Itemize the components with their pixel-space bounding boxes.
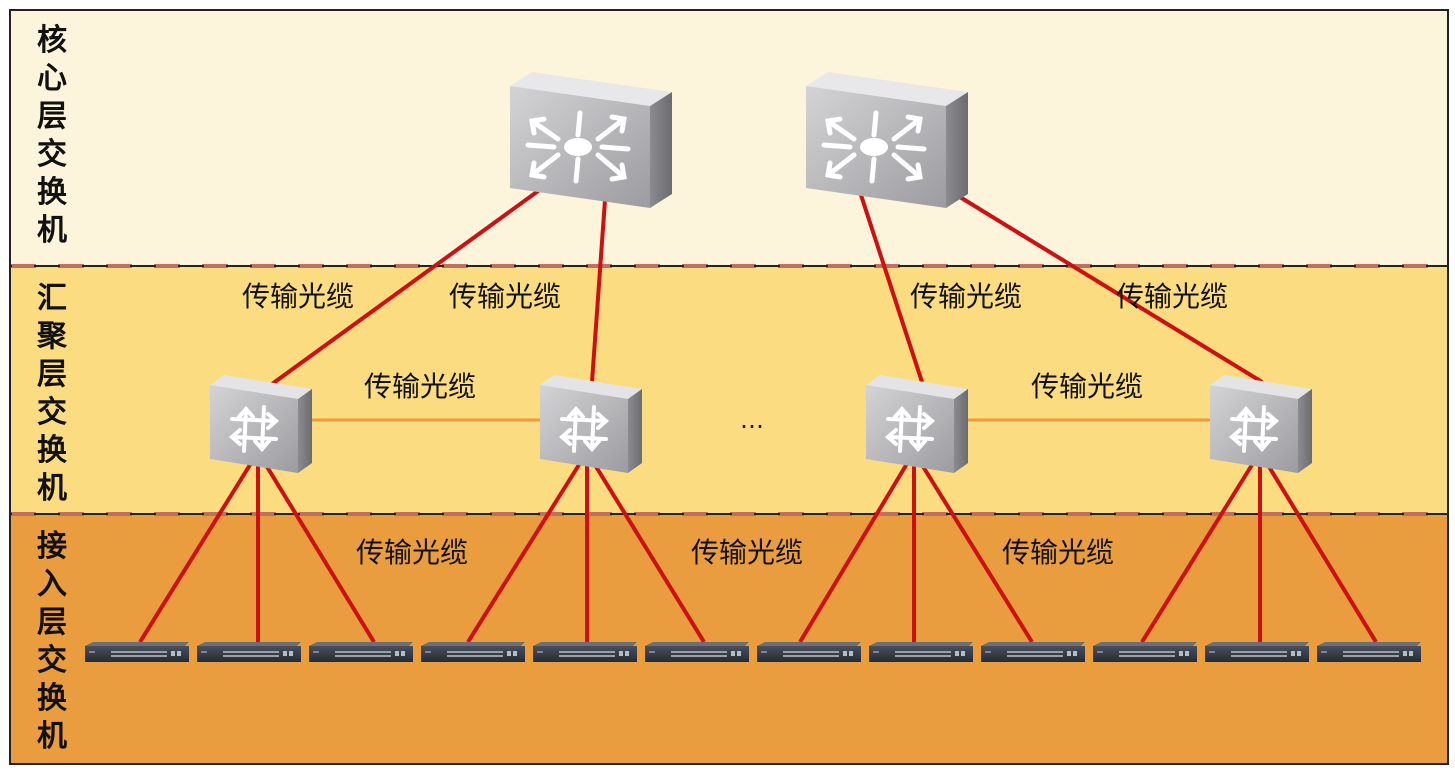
access-link-line — [138, 450, 260, 644]
connection-label: 传输光缆 — [449, 280, 561, 313]
aggregation-layer-label-char: 层 — [37, 357, 67, 392]
core-layer-label: 核 心 层 交 换 机 — [37, 23, 68, 248]
uplink-line — [858, 191, 924, 383]
access-switch-icon — [869, 642, 973, 662]
access-layer-label: 接 入 层 交 换 机 — [37, 529, 68, 754]
core-layer-label-char: 心 — [37, 61, 67, 96]
core-switch-icon — [806, 72, 968, 208]
access-link-line — [798, 450, 916, 644]
access-link-line — [1258, 450, 1378, 644]
access-link-line — [256, 450, 376, 644]
access-layer-label-char: 层 — [37, 605, 67, 640]
core-switch-icon — [510, 72, 672, 208]
core-layer-label-char: 交 — [37, 137, 67, 172]
access-link-line — [912, 450, 1034, 644]
uplink-line — [953, 192, 1264, 384]
access-switch-icon — [1205, 642, 1309, 662]
aggregation-switch-icon — [1208, 373, 1314, 475]
more-switches-ellipsis: … — [740, 406, 764, 434]
aggregation-layer-label-char: 机 — [37, 471, 67, 506]
access-layer-label-char: 机 — [37, 719, 67, 754]
access-layer-label-char: 交 — [37, 643, 67, 678]
diagram-border — [9, 9, 1449, 765]
access-switch-icon — [645, 642, 749, 662]
access-switch-icon — [1093, 642, 1197, 662]
aggregation-layer-label-char: 换 — [37, 433, 68, 468]
aggregation-layer-label-char: 汇 — [37, 281, 67, 316]
access-link-line — [466, 450, 589, 644]
access-link-line — [1140, 450, 1262, 644]
aggregation-layer-label-char: 聚 — [36, 319, 68, 354]
access-switch-icon — [1317, 642, 1421, 662]
access-layer-label-char: 换 — [37, 681, 68, 716]
access-switch-icon — [757, 642, 861, 662]
access-uplinks — [138, 450, 1378, 644]
access-switch-icon — [309, 642, 413, 662]
core-layer-label-char: 换 — [37, 175, 68, 210]
connection-label: 传输光缆 — [1002, 536, 1114, 569]
connection-label: 传输光缆 — [910, 280, 1022, 313]
uplink-line — [590, 199, 607, 383]
connection-label: 传输光缆 — [356, 536, 468, 569]
core-layer-label-char: 机 — [37, 213, 67, 248]
aggregation-switch-icon — [208, 373, 314, 475]
core-layer-label-char: 核 — [37, 23, 67, 58]
access-link-line — [585, 450, 706, 644]
uplink-line — [270, 184, 547, 386]
connection-label: 传输光缆 — [1031, 370, 1143, 403]
aggregation-switch-icon — [538, 373, 644, 475]
aggregation-switch-icon — [864, 373, 970, 475]
access-switch-icon — [981, 642, 1085, 662]
core-layer-band — [10, 10, 1448, 265]
access-layer-label-char: 入 — [37, 567, 67, 602]
core-layer-label-char: 层 — [37, 99, 67, 134]
access-layer-label-char: 接 — [37, 529, 67, 564]
core-uplinks — [270, 184, 1264, 386]
access-layer-band — [10, 514, 1448, 764]
aggregation-layer-label-char: 交 — [37, 395, 67, 430]
access-switch-icon — [85, 642, 189, 662]
access-switch-icon — [197, 642, 301, 662]
aggregation-layer-label: 汇 聚 层 交 换 机 — [36, 281, 68, 506]
connection-label: 传输光缆 — [691, 536, 803, 569]
connection-label: 传输光缆 — [364, 370, 476, 403]
access-switch-icon — [421, 642, 525, 662]
access-switch-icon — [533, 642, 637, 662]
connection-label: 传输光缆 — [242, 280, 354, 313]
connection-label: 传输光缆 — [1116, 280, 1228, 313]
